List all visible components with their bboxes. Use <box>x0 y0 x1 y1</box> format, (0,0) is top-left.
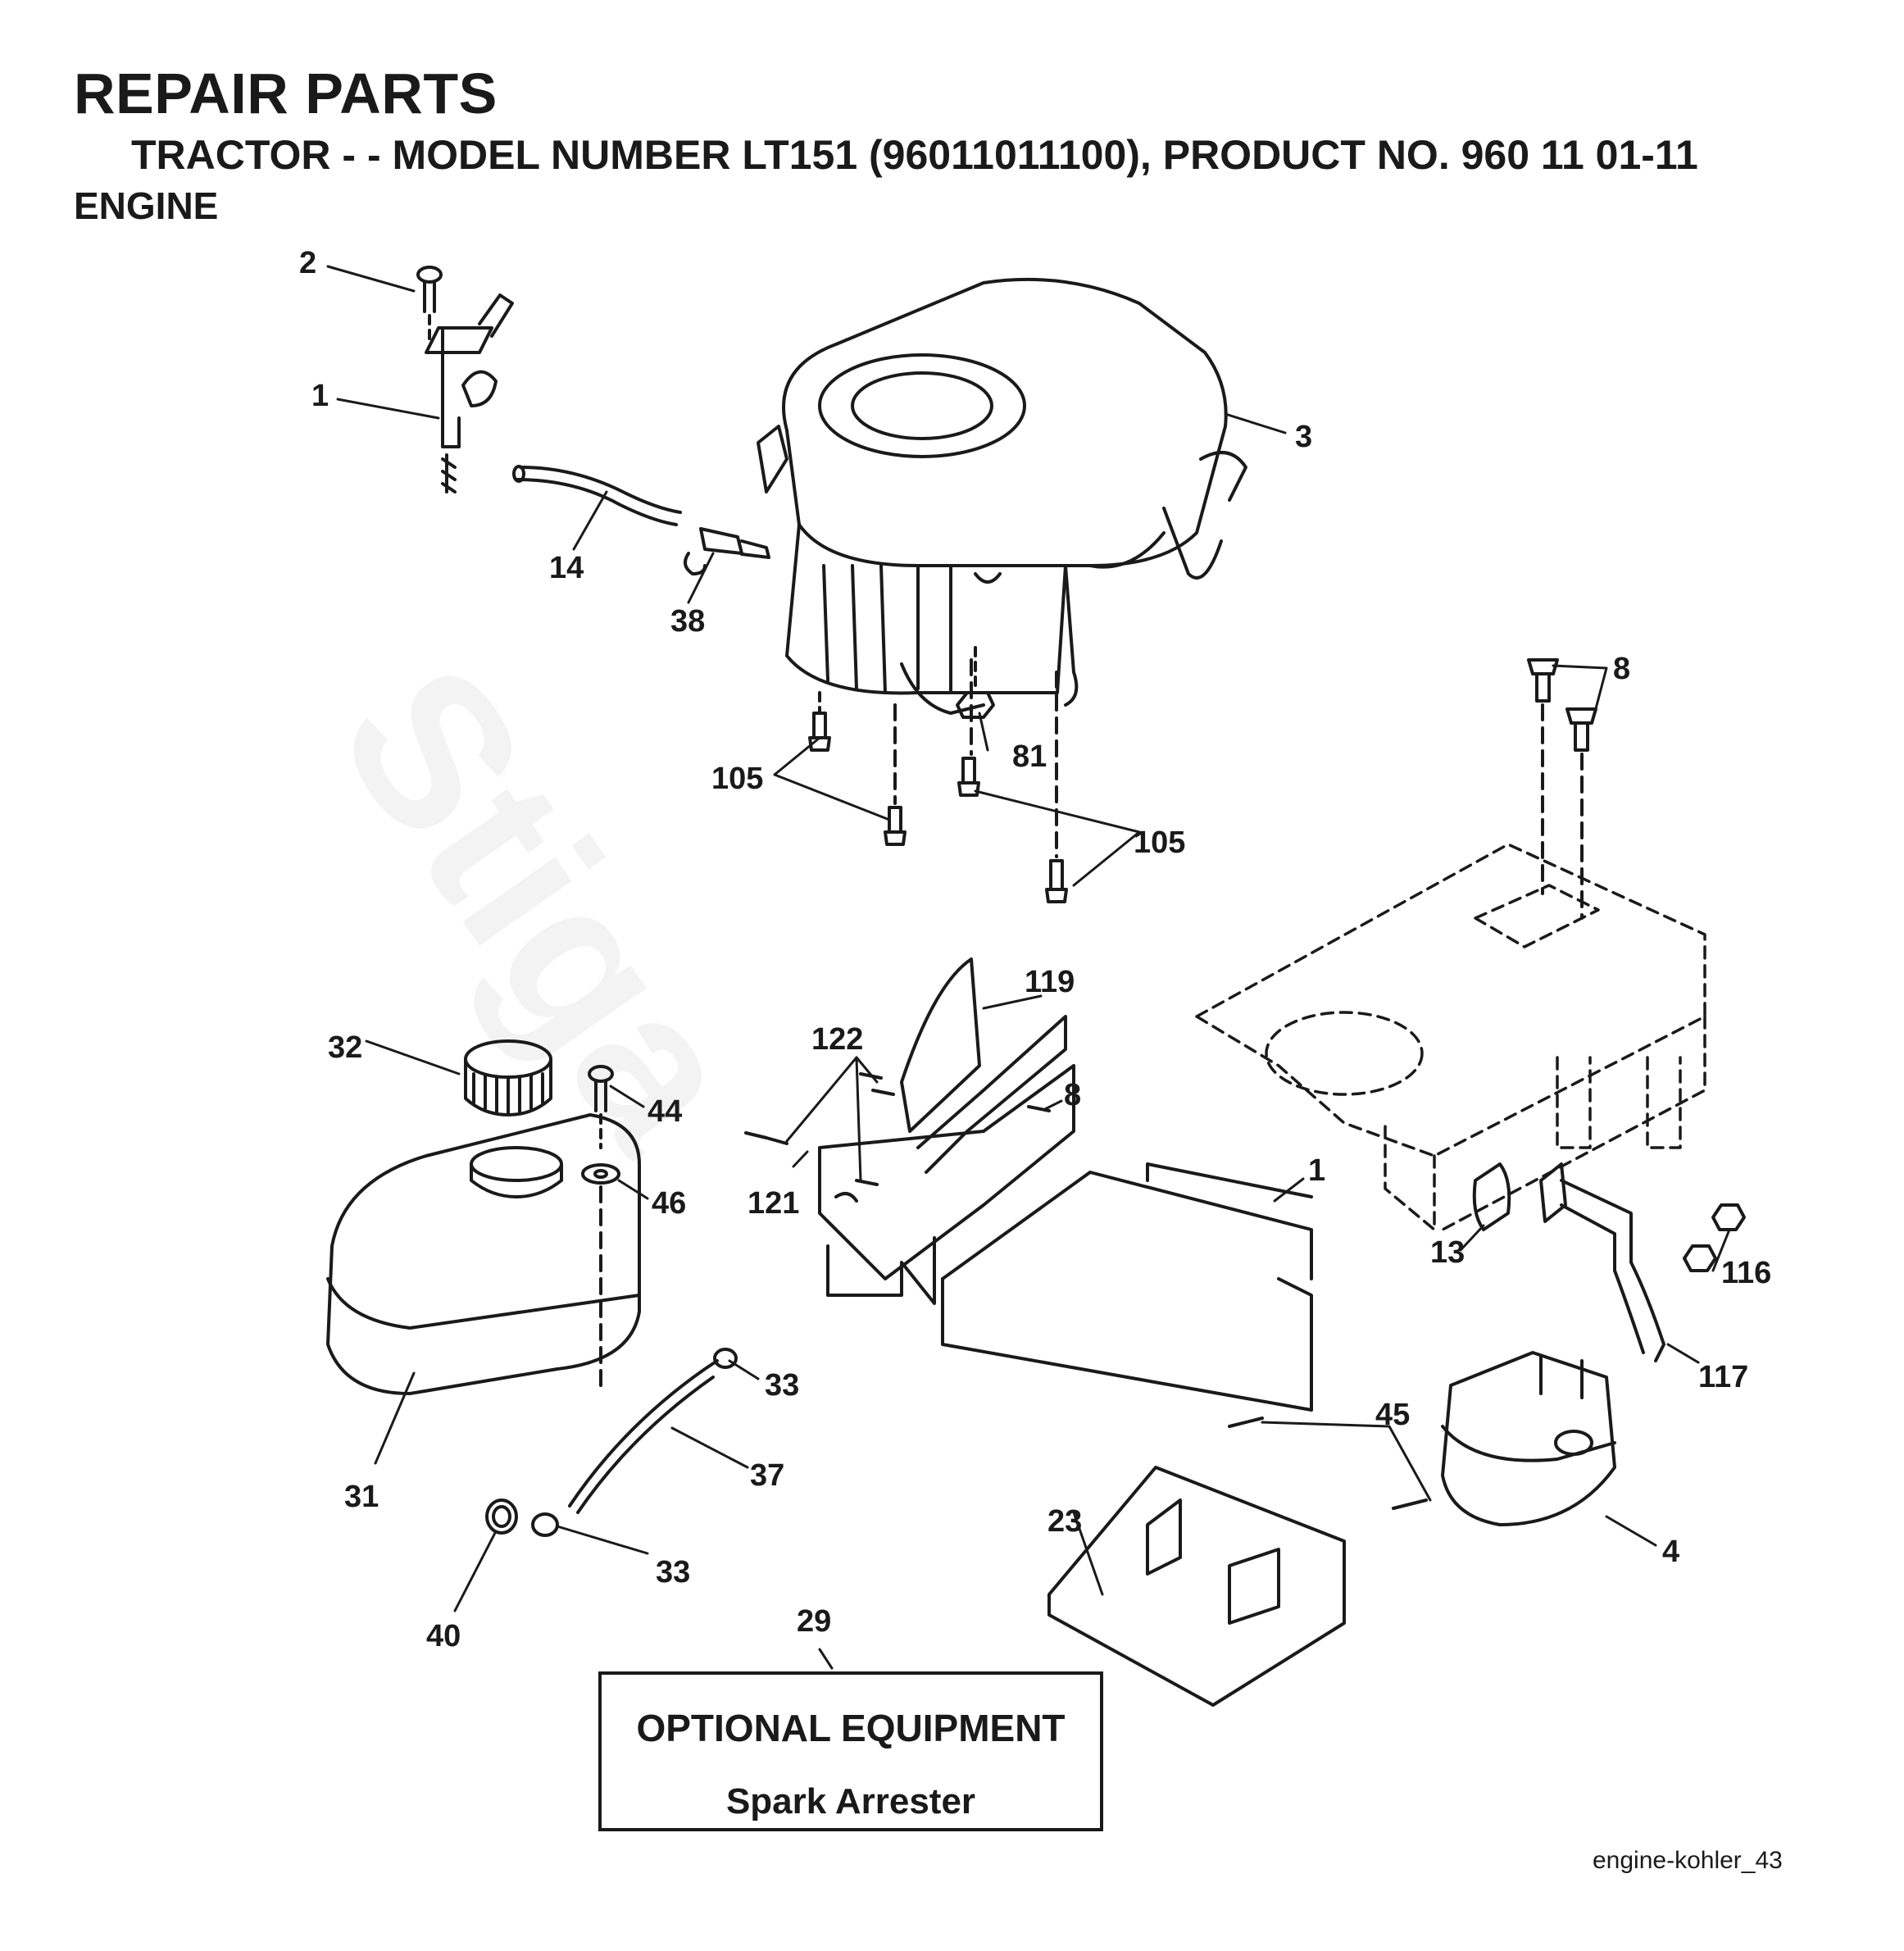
fuel-line-14-part <box>512 465 682 526</box>
callout-31: 31 <box>344 1480 379 1514</box>
fuel-tank-31-part <box>326 1113 641 1395</box>
callout-117: 117 <box>1698 1360 1748 1394</box>
screw-44-part <box>588 1065 614 1149</box>
grommet-40-part <box>485 1498 518 1535</box>
callout-23: 23 <box>1047 1504 1082 1539</box>
optional-equipment-box: OPTIONAL EQUIPMENT Spark Arrester <box>598 1671 1103 1831</box>
section-title: ENGINE <box>74 184 219 227</box>
heat-shield-23-part <box>1047 1466 1346 1707</box>
callout-105a: 105 <box>711 762 763 796</box>
optional-equipment-title: OPTIONAL EQUIPMENT <box>636 1707 1066 1749</box>
muffler-gasket-13-part <box>1472 1162 1567 1231</box>
callout-1a: 1 <box>311 379 329 413</box>
spark-arrester-label: Spark Arrester <box>725 1781 976 1821</box>
callout-29: 29 <box>797 1604 831 1639</box>
callout-81: 81 <box>1012 739 1047 774</box>
engine-bolts-105-part <box>808 658 1068 903</box>
chassis-frame-part <box>1195 843 1706 1231</box>
nuts-116-part <box>1683 1203 1746 1272</box>
engine-part <box>757 277 1247 715</box>
fuel-line-37-part <box>568 1359 719 1514</box>
callout-33a: 33 <box>765 1368 799 1403</box>
clamps-33-part <box>531 1348 738 1537</box>
diagram-reference: engine-kohler_43 <box>1593 1847 1783 1874</box>
bracket-121-part <box>818 1064 1075 1305</box>
callout-1b: 1 <box>1308 1153 1325 1188</box>
callout-2: 2 <box>299 246 316 280</box>
callout-116: 116 <box>1721 1256 1771 1290</box>
washer-46-part <box>581 1163 620 1387</box>
callout-4: 4 <box>1662 1535 1679 1569</box>
callout-37: 37 <box>750 1458 784 1493</box>
callout-44: 44 <box>648 1094 682 1129</box>
model-subtitle: TRACTOR - - MODEL NUMBER LT151 (96011011… <box>131 132 1698 178</box>
screws-122-part <box>744 1072 1051 1186</box>
callout-8b: 8 <box>1064 1078 1081 1112</box>
callout-labels: 1 2 3 14 38 105 81 105 8 119 122 8 121 1… <box>299 246 1771 1653</box>
callout-8a: 8 <box>1613 652 1630 686</box>
callout-33b: 33 <box>656 1555 690 1589</box>
fuel-cap-32-part <box>464 1039 552 1116</box>
support-bracket-1-part <box>941 1162 1313 1412</box>
callout-105b: 105 <box>1134 825 1185 860</box>
callout-14: 14 <box>549 551 584 585</box>
callout-38: 38 <box>670 604 705 639</box>
bolt-2-part <box>416 266 443 346</box>
nut-81-part <box>956 646 995 719</box>
screws-8-chassis-part <box>1527 658 1597 920</box>
callout-121: 121 <box>748 1186 799 1221</box>
callout-119: 119 <box>1025 965 1075 999</box>
callout-40: 40 <box>426 1619 461 1653</box>
heat-shield-119-part <box>900 957 1067 1174</box>
leader-lines <box>326 265 1731 1670</box>
throttle-control-part <box>425 293 514 493</box>
callout-32: 32 <box>328 1030 362 1065</box>
callout-46: 46 <box>652 1186 686 1221</box>
exhaust-pipe-117-part <box>1560 1179 1665 1362</box>
fitting-38-part <box>684 527 770 575</box>
callout-45: 45 <box>1375 1398 1410 1432</box>
page-title: REPAIR PARTS <box>74 61 498 125</box>
callout-3: 3 <box>1295 420 1312 454</box>
callout-122: 122 <box>811 1022 863 1057</box>
callout-13: 13 <box>1430 1235 1465 1270</box>
screws-45-part <box>1228 1417 1428 1510</box>
muffler-4-part <box>1441 1351 1616 1526</box>
